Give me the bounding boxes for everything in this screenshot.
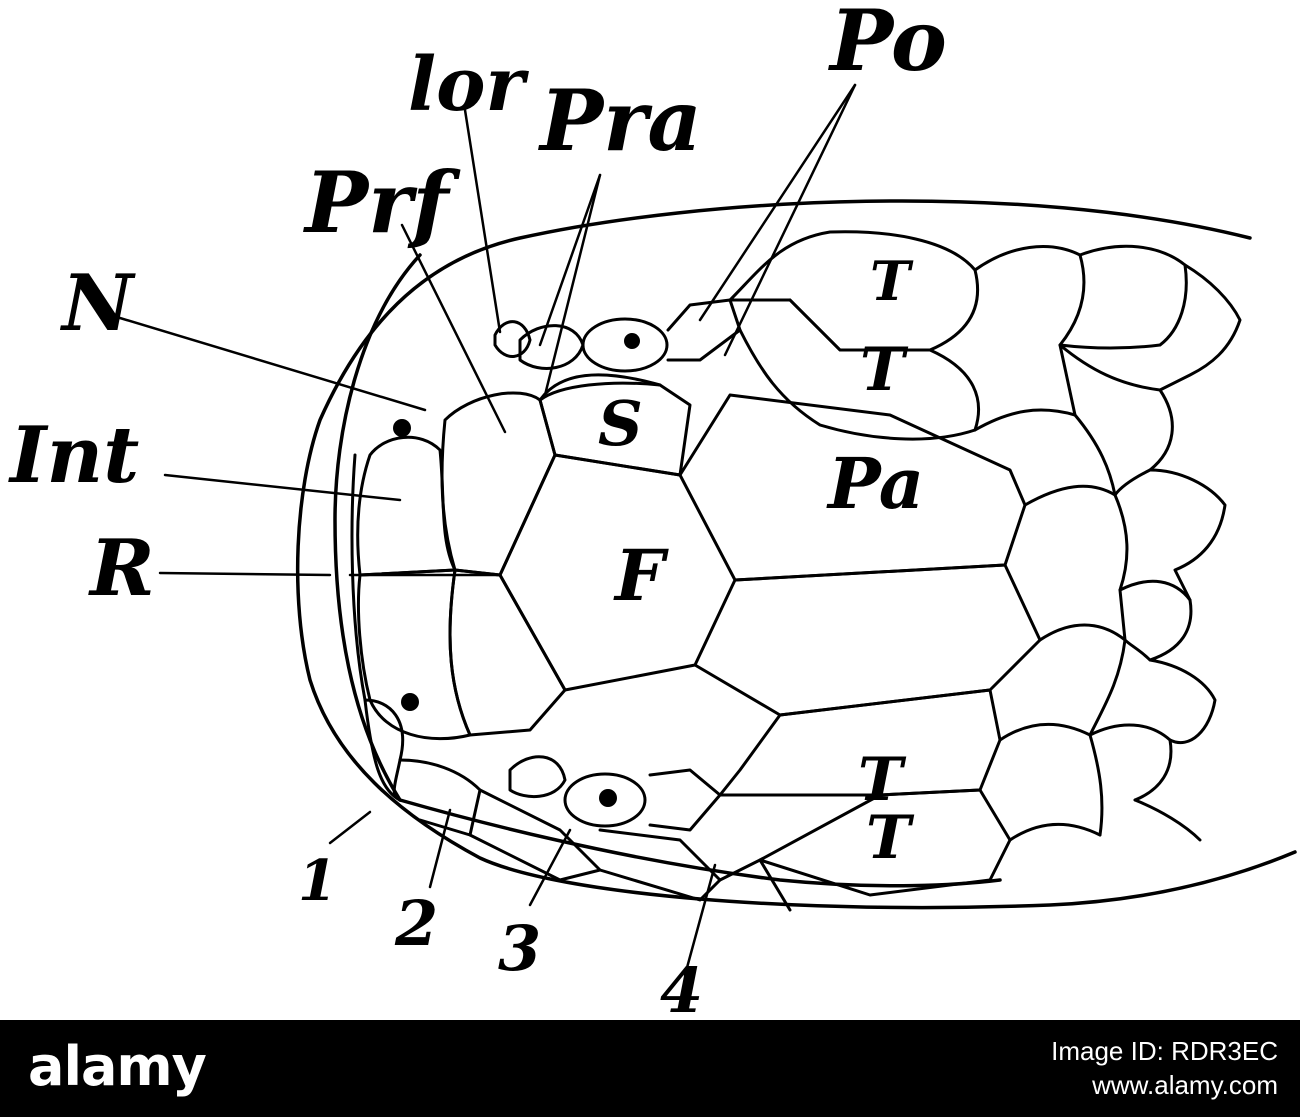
leader-pra-1 [538, 173, 602, 347]
dorsal-scales-column-1 [973, 245, 1127, 842]
image-id-label: Image ID: [1051, 1036, 1164, 1066]
leader-4 [683, 863, 717, 977]
postocular-lower [648, 768, 722, 832]
image-id-value: RDR3EC [1171, 1036, 1278, 1066]
leader-r [158, 571, 332, 577]
scale-labels: lor Pra Po Prf N Int R S Pa F T T T T 1 … [8, 0, 947, 1020]
supralabial-2 [398, 758, 482, 837]
label-s: S [598, 387, 643, 460]
dorsal-scales-column-4 [1133, 263, 1242, 842]
label-4: 4 [660, 954, 703, 1020]
loreal-scale [493, 320, 532, 358]
eye-pupils [393, 333, 640, 807]
temporal-upper-1 [728, 230, 980, 352]
prefrontal-lower [448, 568, 567, 737]
upper-profile-line [295, 199, 1297, 910]
label-pra: Pra [538, 71, 702, 170]
label-t-2: T [860, 335, 909, 405]
internasal-upper [356, 435, 457, 577]
rostral-suture [350, 453, 402, 802]
lower-nostril-icon [401, 693, 419, 711]
label-t-1: T [870, 249, 914, 313]
label-f: F [613, 534, 669, 617]
leader-prf [400, 223, 507, 434]
postocular-upper [666, 298, 742, 362]
upper-eye-pupil-icon [624, 333, 640, 349]
dorsal-scales-column-3 [1058, 244, 1193, 802]
label-int: Int [8, 410, 139, 501]
label-t-4: T [866, 803, 915, 873]
parietal-scale-lower [693, 563, 1042, 717]
leader-lor [463, 108, 502, 334]
upper-eye-scale [581, 317, 669, 373]
leader-lines [118, 83, 857, 977]
scale-sutures [350, 230, 1242, 912]
leader-1 [328, 810, 372, 845]
dorsal-scales-column-2 [1058, 253, 1129, 837]
watermark-logo: alamy [28, 1035, 207, 1098]
temporal-upper-2 [738, 298, 980, 441]
leader-pra-2 [543, 173, 602, 397]
image-id-line: Image ID: RDR3EC [658, 1034, 1278, 1068]
site-url: www.alamy.com [1092, 1070, 1278, 1100]
label-2: 2 [394, 887, 438, 960]
leader-int [163, 473, 402, 502]
upper-nostril-icon [393, 419, 411, 437]
preocular-upper [518, 324, 585, 370]
supraocular-upper [538, 381, 692, 477]
leader-n [118, 316, 427, 412]
watermark-bar: alamy Image ID: RDR3EC www.alamy.com [0, 1020, 1300, 1117]
rostral-curve [333, 253, 422, 802]
label-lor: lor [408, 42, 529, 128]
lower-eye-scale [563, 772, 647, 828]
leader-po-2 [723, 83, 857, 357]
label-n: N [59, 258, 136, 349]
leader-3 [528, 828, 572, 907]
preocular-lower [508, 755, 567, 799]
label-r: R [88, 523, 155, 614]
label-pa: Pa [826, 442, 924, 525]
internasal-lower [356, 568, 472, 741]
supraocular-seam [538, 373, 662, 402]
label-1: 1 [298, 848, 337, 914]
leader-2 [428, 808, 452, 889]
leader-po-1 [698, 83, 857, 322]
label-3: 3 [498, 912, 541, 985]
lower-eye-pupil-icon [599, 789, 617, 807]
watermark-meta: Image ID: RDR3EC www.alamy.com [658, 1034, 1278, 1102]
label-prf: Prf [303, 153, 461, 252]
label-po: Po [828, 0, 947, 90]
label-t-3: T [858, 745, 907, 815]
snake-head-scale-diagram: lor Pra Po Prf N Int R S Pa F T T T T 1 … [8, 0, 1297, 1020]
